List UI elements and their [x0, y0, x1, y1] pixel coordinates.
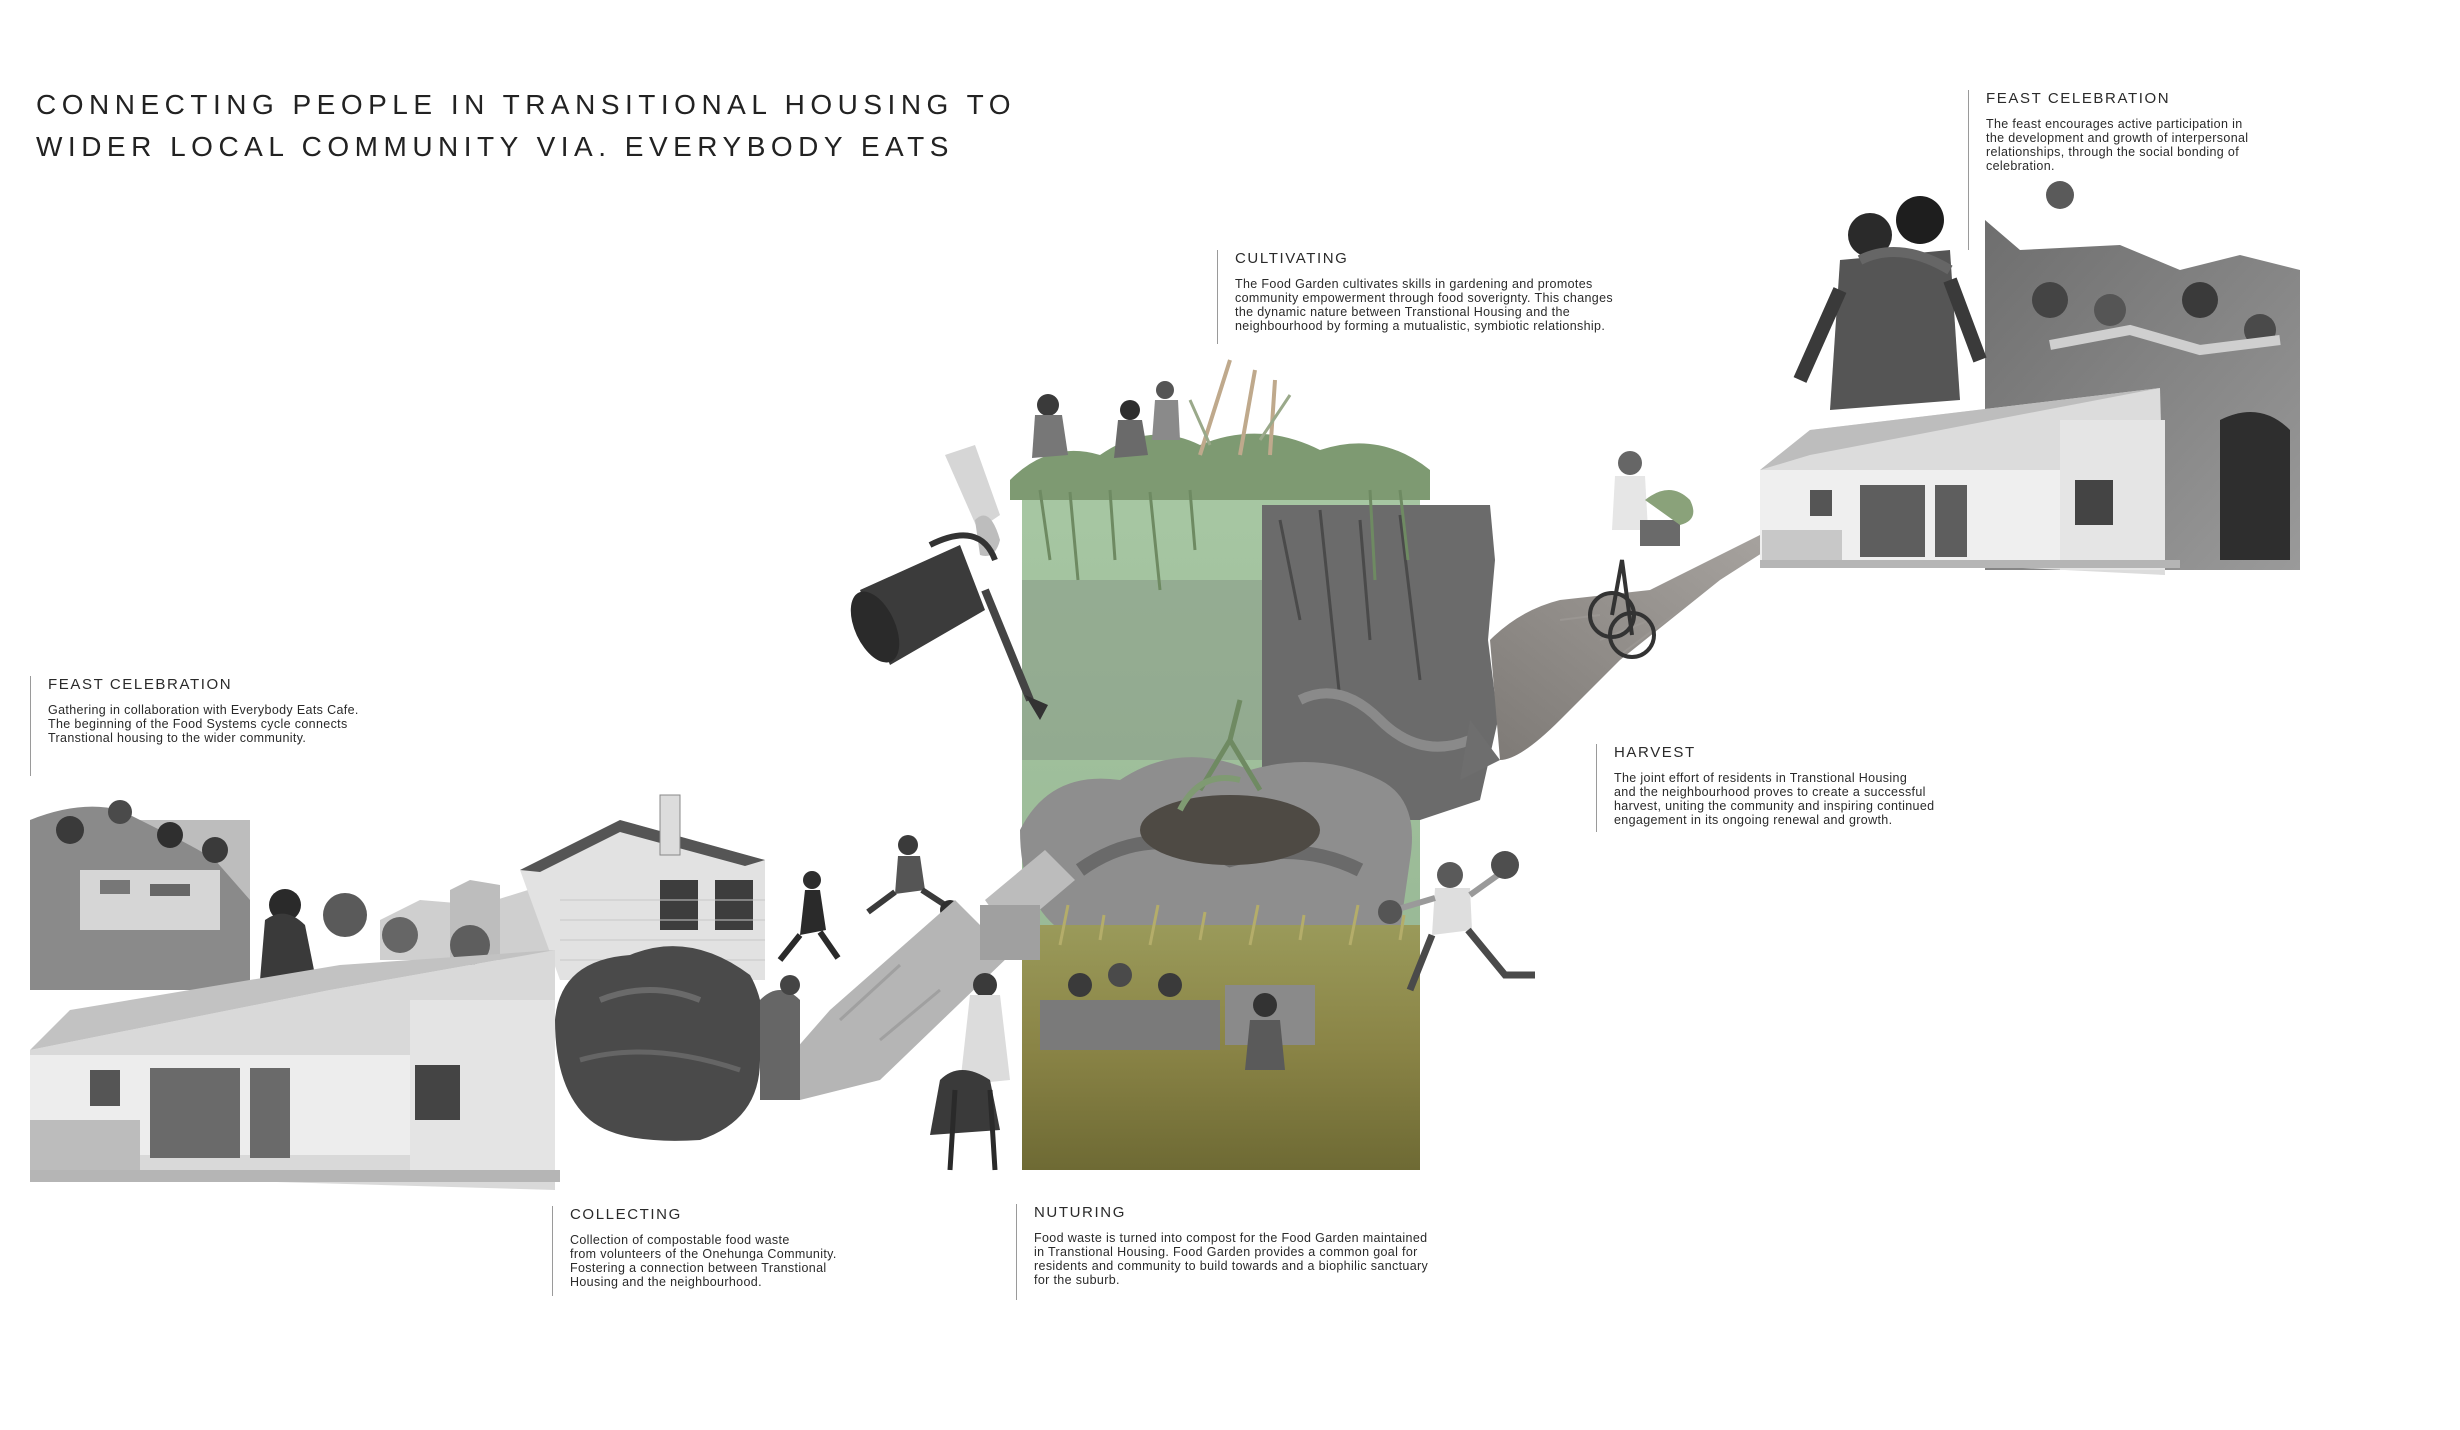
hedge-bushes [555, 946, 764, 1141]
cafe-building-left [30, 950, 560, 1190]
stage-heading: COLLECTING [570, 1206, 682, 1223]
page-title-line-1: CONNECTING PEOPLE IN TRANSITIONAL HOUSIN… [36, 89, 1016, 120]
stage-feast-celebration-right: FEAST CELEBRATION The feast encourages a… [1968, 90, 2248, 250]
page-title-line-2: WIDER LOCAL COMMUNITY VIA. EVERYBODY EAT… [36, 131, 954, 162]
stage-collecting: COLLECTING Collection of compostable foo… [552, 1206, 837, 1296]
watering-can-hand [850, 445, 1048, 720]
stage-line: and the neighbourhood proves to create a… [1614, 785, 1926, 799]
stage-description: The feast encourages active participatio… [1986, 117, 2248, 173]
stage-line: residents and community to build towards… [1034, 1259, 1429, 1273]
stage-line: The beginning of the Food Systems cycle … [48, 717, 348, 731]
stage-line: Food waste is turned into compost for th… [1034, 1231, 1428, 1245]
crates-and-harvester [930, 850, 1075, 1171]
stage-description: The joint effort of residents in Transti… [1614, 771, 1934, 827]
stage-line: neighbourhood by forming a mutualistic, … [1235, 319, 1606, 333]
stage-rule [1217, 250, 1218, 344]
stage-harvest: HARVEST The joint effort of residents in… [1596, 744, 1934, 832]
stage-line: community empowerment through food sover… [1235, 291, 1614, 305]
cyclist [1588, 451, 1694, 659]
stage-line: the development and growth of interperso… [1986, 131, 2249, 145]
road-path-right [1460, 535, 1790, 780]
stage-description: Gathering in collaboration with Everybod… [48, 703, 359, 745]
stage-line: Transtional housing to the wider communi… [48, 731, 307, 745]
stage-rule [1016, 1204, 1017, 1300]
stage-nuturing: NUTURING Food waste is turned into compo… [1016, 1204, 1428, 1300]
stage-line: the dynamic nature between Transtional H… [1235, 305, 1571, 319]
stage-line: engagement in its ongoing renewal and gr… [1614, 813, 1893, 827]
page-title: CONNECTING PEOPLE IN TRANSITIONAL HOUSIN… [36, 84, 1016, 168]
stage-line: Fostering a connection between Transtion… [570, 1261, 827, 1275]
stage-rule [1968, 90, 1969, 250]
stage-description: The Food Garden cultivates skills in gar… [1235, 277, 1613, 333]
suburban-houses [323, 794, 765, 980]
stage-line: The Food Garden cultivates skills in gar… [1235, 277, 1593, 291]
stage-line: The joint effort of residents in Transti… [1614, 771, 1908, 785]
stage-heading: NUTURING [1034, 1204, 1126, 1221]
stage-line: in Transtional Housing. Food Garden prov… [1034, 1245, 1418, 1259]
stage-line: celebration. [1986, 159, 2055, 173]
stage-line: harvest, uniting the community and inspi… [1614, 799, 1935, 813]
boy-with-flowers [1378, 851, 1535, 992]
stage-feast-celebration-left: FEAST CELEBRATION Gathering in collabora… [30, 676, 359, 776]
stage-rule [30, 676, 31, 776]
rooftop-garden [1010, 359, 1430, 591]
stage-line: Housing and the neighbourhood. [570, 1275, 762, 1289]
stage-description: Collection of compostable food waste fro… [570, 1233, 837, 1289]
stage-heading: FEAST CELEBRATION [48, 676, 233, 693]
stage-line: from volunteers of the Onehunga Communit… [570, 1247, 837, 1261]
stage-line: The feast encourages active participatio… [1986, 117, 2243, 131]
stage-cultivating: CULTIVATING The Food Garden cultivates s… [1217, 250, 1613, 344]
stage-rule [552, 1206, 553, 1296]
stage-line: relationships, through the social bondin… [1986, 145, 2240, 159]
grass-field [1022, 904, 1420, 1170]
stage-description: Food waste is turned into compost for th… [1034, 1231, 1428, 1287]
embracing-friends [1793, 196, 1987, 410]
stage-line: Collection of compostable food waste [570, 1233, 790, 1247]
stage-heading: CULTIVATING [1235, 250, 1349, 267]
left-crowd-scene [30, 800, 315, 990]
stage-rule [1596, 744, 1597, 832]
stage-heading: FEAST CELEBRATION [1986, 90, 2171, 107]
cafe-building-right [1760, 388, 2180, 575]
stage-line: for the suburb. [1034, 1273, 1120, 1287]
stone-path-left [760, 900, 1010, 1100]
compost-hands [1020, 699, 1412, 953]
stage-heading: HARVEST [1614, 744, 1696, 761]
stage-line: Gathering in collaboration with Everybod… [48, 703, 359, 717]
